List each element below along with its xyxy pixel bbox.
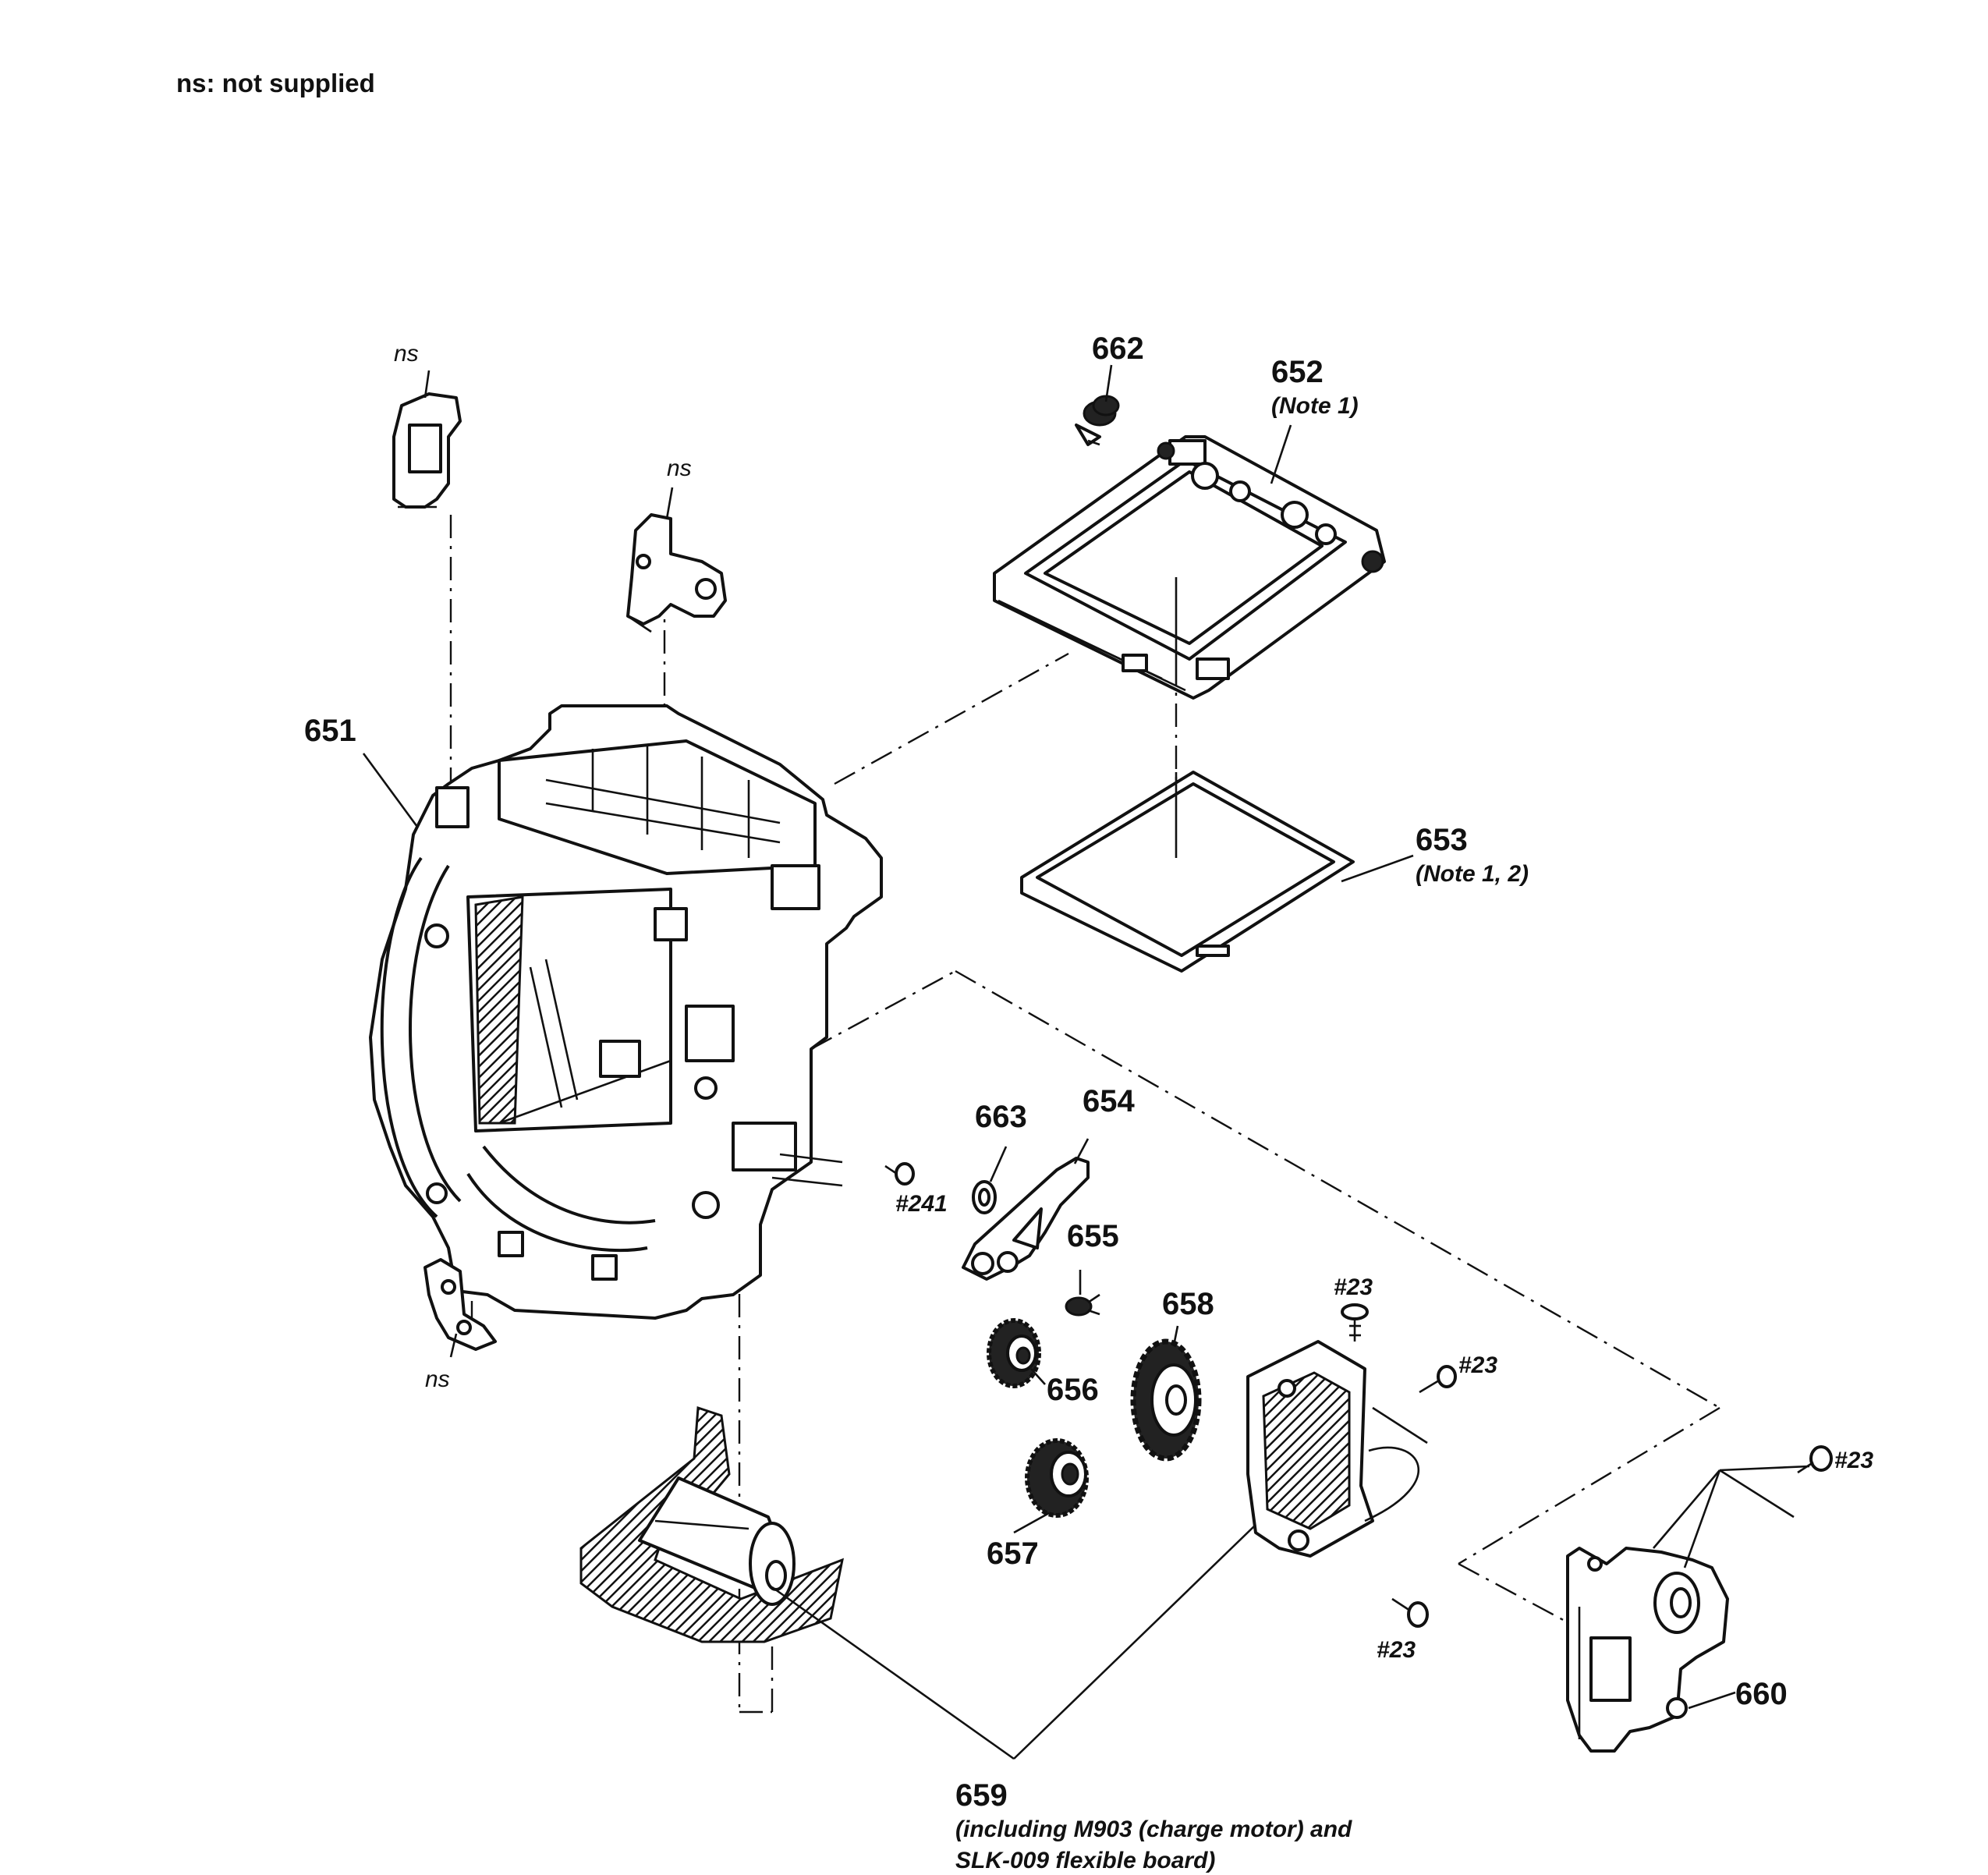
ns-bracket-bottom [423,1258,497,1351]
label-659-desc-2: SLK-009 flexible board) [955,1848,1215,1873]
label-ns-top-left: ns [394,341,419,367]
label-663: 663 [975,1100,1027,1134]
label-662: 662 [1092,331,1144,366]
label-screw-241: #241 [895,1191,948,1217]
part-660-assembly [1566,1547,1729,1753]
part-657-gear [1025,1438,1089,1518]
part-663-washer [972,1180,997,1214]
leader-lines [362,364,1810,1760]
part-654-lever [962,1157,1090,1281]
legend-note: ns: not supplied [176,69,375,97]
ns-bracket-top-left [392,392,462,509]
ns-bracket-top-center [626,513,727,633]
callout-labels: 651 662 652 (Note 1) 653 (Note 1, 2) 654… [304,331,1873,1873]
screw-23-bottom [1391,1597,1429,1628]
part-653-plate [1020,771,1355,973]
label-658: 658 [1162,1287,1214,1321]
label-657: 657 [987,1537,1039,1571]
part-652-frame-assembly [993,435,1386,700]
label-screw-23-far-right: #23 [1834,1448,1873,1473]
label-ns-top-center: ns [667,455,692,481]
part-655-spring [1065,1293,1100,1317]
label-ns-bottom: ns [425,1366,450,1392]
part-651-main-frame [369,704,883,1320]
screw-23-top [1341,1303,1369,1342]
label-screw-23-top: #23 [1334,1274,1373,1300]
part-656-gear [987,1318,1041,1388]
label-660: 660 [1735,1677,1788,1711]
label-653: 653 [1416,823,1468,857]
part-659-motor-assembly [579,1340,1428,1643]
label-659: 659 [955,1778,1008,1813]
screw-241 [884,1162,915,1186]
label-654: 654 [1083,1084,1135,1118]
label-652-note: (Note 1) [1271,393,1359,419]
label-screw-23-right: #23 [1458,1352,1497,1378]
label-screw-23-bottom: #23 [1377,1637,1416,1663]
screw-23-right [1419,1365,1457,1394]
part-662-spring [1075,395,1120,446]
label-655: 655 [1067,1219,1119,1253]
label-656: 656 [1047,1373,1099,1407]
label-659-desc-1: (including M903 (charge motor) and [955,1817,1352,1842]
screw-23-far-right [1797,1445,1833,1474]
label-652: 652 [1271,355,1324,389]
part-658-gear [1130,1338,1202,1462]
label-653-note: (Note 1, 2) [1416,861,1529,887]
label-651: 651 [304,714,356,748]
